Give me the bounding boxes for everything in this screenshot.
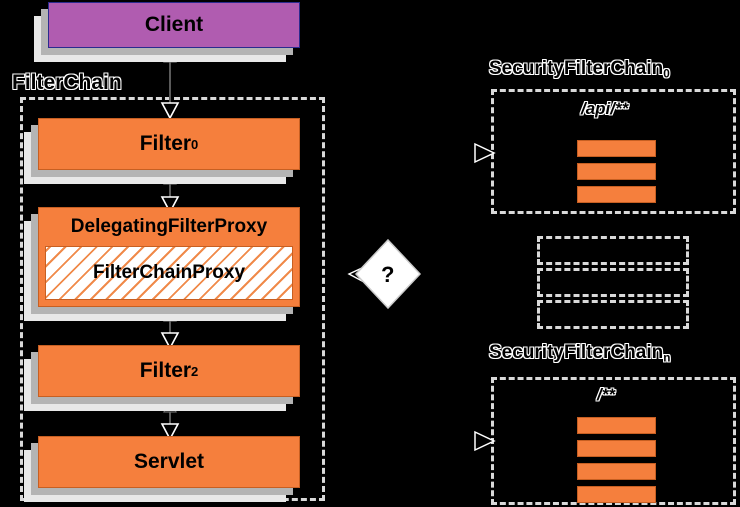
dfp-title: DelegatingFilterProxy [70,216,268,237]
filter0-subscript: 0 [191,136,199,152]
security-filter-chain-last-label: SecurityFilterChainn [488,341,671,365]
security-filter-chain-first-pattern: /api/** [581,99,629,118]
chain-first-filter-bar[interactable] [577,140,656,157]
chain-first-filter-bar[interactable] [577,186,656,203]
chain-last-filter-bar[interactable] [577,417,656,434]
chain-last-filter-bar[interactable] [577,440,656,457]
client-label: Client [144,13,204,36]
security-filter-chain-first-label: SecurityFilterChain0 [488,57,670,81]
decision-question-label[interactable]: ? [381,262,395,287]
chain-last-filter-bar[interactable] [577,486,656,503]
servlet-box[interactable]: Servlet [24,436,300,502]
delegating-filter-proxy-box[interactable]: DelegatingFilterProxy FilterChainProxy [24,207,300,321]
omitted-chain-placeholder-bar [537,236,689,265]
omitted-chain-placeholder-bar [537,300,689,329]
omitted-chain-placeholder-bar [537,268,689,297]
filter-chain-proxy-box[interactable]: FilterChainProxy [45,246,293,300]
filterchain-group-label: FilterChain [11,70,122,94]
filter0-label: Filter [139,132,192,155]
dfp-face: DelegatingFilterProxy FilterChainProxy [38,207,300,307]
client-face: Client [48,2,300,48]
chain-first-filter-bar[interactable] [577,163,656,180]
filter2-subscript: 2 [191,363,199,379]
servlet-face: Servlet [38,436,300,488]
client-box[interactable]: Client [34,2,300,62]
chain-last-filter-bar[interactable] [577,463,656,480]
security-filter-chain-last-pattern: /** [597,385,615,404]
servlet-label: Servlet [133,450,205,473]
filter2-label: Filter [139,359,192,382]
